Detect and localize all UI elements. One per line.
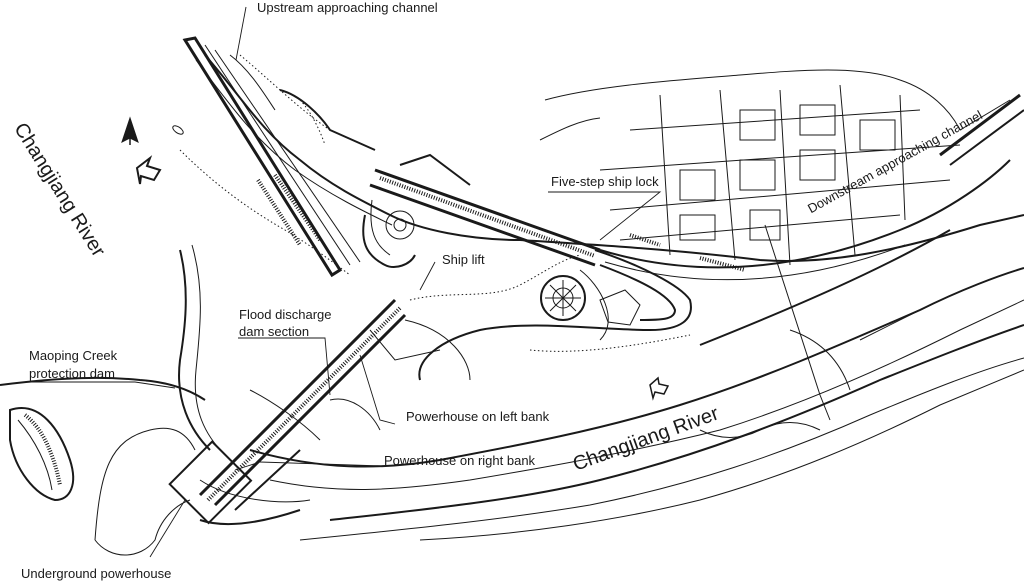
label-powerhouse-left-bank: Powerhouse on left bank <box>406 409 550 424</box>
city-grid <box>539 69 961 421</box>
flow-direction-arrow-icon <box>135 155 670 401</box>
label-underground-powerhouse: Underground powerhouse <box>21 566 172 581</box>
label-flood-discharge: Flood discharge <box>239 307 332 322</box>
land-texture <box>249 99 921 441</box>
maoping-creek-dam <box>9 407 75 502</box>
label-dam-section: dam section <box>239 324 310 339</box>
north-arrow-icon <box>121 116 139 145</box>
label-powerhouse-right-bank: Powerhouse on right bank <box>384 453 536 468</box>
leader-lines <box>25 6 662 558</box>
small-boat-icon <box>172 125 184 135</box>
river-banks <box>0 54 1024 556</box>
label-upstream-approaching-channel: Upstream approaching channel <box>257 0 438 15</box>
label-protection-dam: protection dam <box>29 366 115 381</box>
label-maoping-creek: Maoping Creek <box>29 348 118 363</box>
label-five-step-ship-lock: Five-step ship lock <box>551 174 659 189</box>
ship-lock-structures <box>182 36 1024 381</box>
label-ship-lift: Ship lift <box>442 252 485 267</box>
dam-axis <box>168 298 471 526</box>
